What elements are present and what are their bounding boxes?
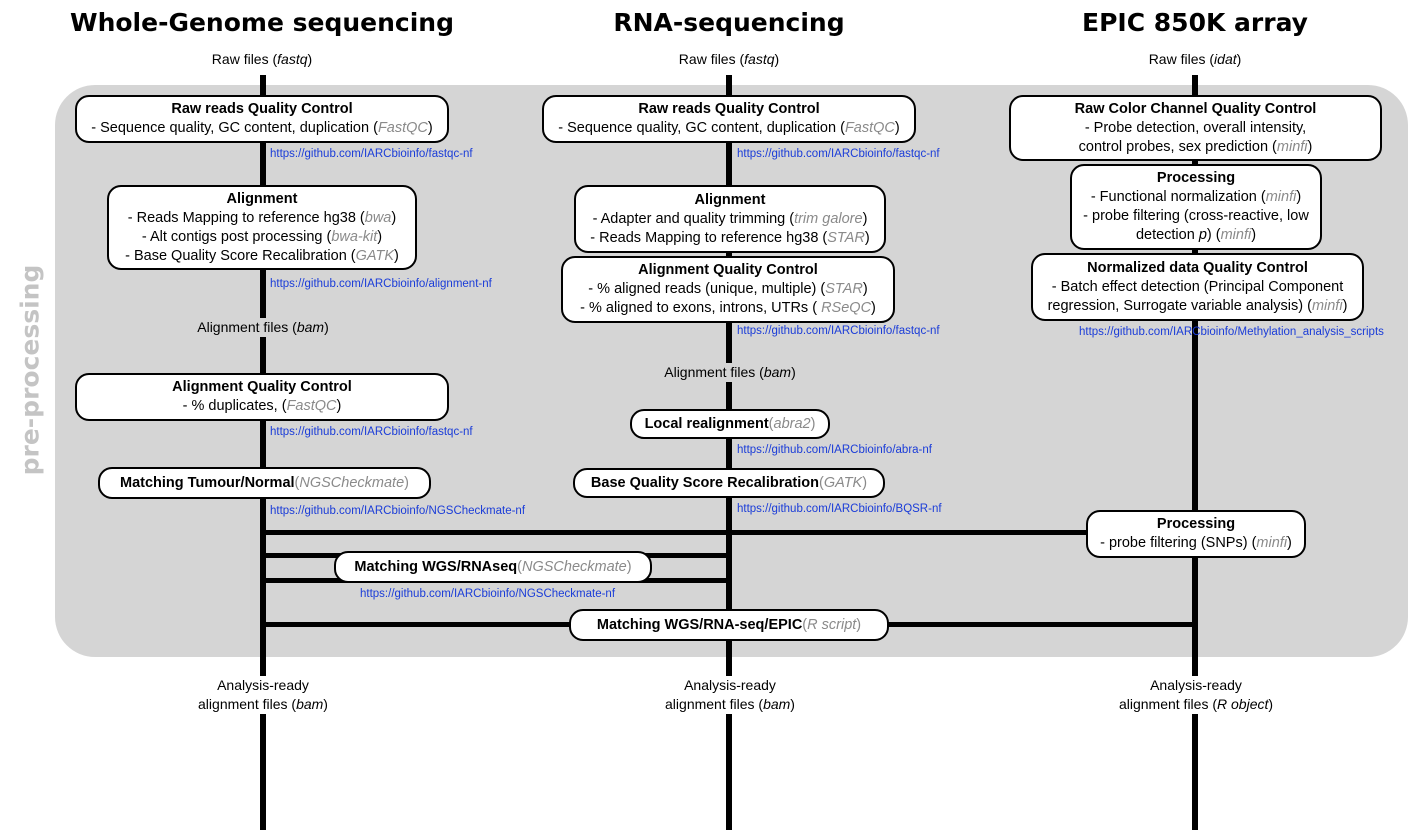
epic-normalized-qc-box: Normalized data Quality Control - Batch … [1031, 253, 1364, 321]
epic-pipeline-line [1192, 75, 1198, 830]
step-title: Processing [1156, 516, 1236, 532]
step-detail: - Adapter and quality trimming (trim gal… [592, 210, 868, 227]
rna-aqc-fastqc-link[interactable]: https://github.com/IARCbioinfo/fastqc-nf [737, 325, 940, 337]
matching-wgs-rnaseq-box: Matching WGS/RNAseq ( NGSCheckmate) [334, 551, 652, 583]
step-detail: - Probe detection, overall intensity, [1084, 119, 1307, 136]
step-title: Normalized data Quality Control [1087, 259, 1308, 276]
step-detail: - Base Quality Score Recalibration (GATK… [125, 247, 399, 264]
epic-methylation-scripts-link[interactable]: https://github.com/IARCbioinfo/Methylati… [1079, 326, 1384, 338]
rna-bqsr-link[interactable]: https://github.com/IARCbioinfo/BQSR-nf [737, 503, 942, 515]
step-detail: - Alt contigs post processing (bwa-kit) [141, 228, 383, 245]
step-title: Alignment Quality Control [638, 262, 818, 278]
step-title: Processing [1156, 170, 1236, 186]
column-title-epic: EPIC 850K array [1082, 8, 1308, 37]
step-title: Alignment [694, 191, 766, 208]
wgs-fastqc-link[interactable]: https://github.com/IARCbioinfo/fastqc-nf [270, 148, 473, 160]
wgs-alignment-qc-box: Alignment Quality Control - % duplicates… [75, 373, 449, 421]
step-detail: - probe filtering (cross-reactive, low [1083, 208, 1309, 224]
wgs-alignment-box: Alignment - Reads Mapping to reference h… [107, 185, 417, 270]
raw-files-label-rna: Raw files (fastq) [674, 50, 784, 69]
rna-bqsr-box: Base Quality Score Recalibration (GATK) [573, 468, 885, 498]
rna-raw-reads-qc-box: Raw reads Quality Control - Sequence qua… [542, 95, 916, 143]
wgs-raw-reads-qc-box: Raw reads Quality Control - Sequence qua… [75, 95, 449, 143]
epic-processing-box: Processing - Functional normalization (m… [1070, 164, 1322, 250]
rna-local-realignment-box: Local realignment (abra2) [630, 409, 830, 439]
step-detail: - Sequence quality, GC content, duplicat… [91, 120, 433, 136]
step-detail: - % duplicates, (FastQC) [182, 398, 342, 414]
step-detail: - % aligned to exons, introns, UTRs ( RS… [580, 300, 876, 316]
raw-files-label-wgs: Raw files (fastq) [207, 50, 317, 69]
wgs-analysis-ready-label: Analysis-ready alignment files (bam) [194, 676, 332, 714]
rna-alignment-box: Alignment - Adapter and quality trimming… [574, 185, 886, 253]
matching-all-omics-box: Matching WGS/RNA-seq/EPIC (R script) [569, 609, 889, 641]
wgs-aqc-fastqc-link[interactable]: https://github.com/IARCbioinfo/fastqc-nf [270, 426, 473, 438]
step-detail: - probe filtering (SNPs) (minfi) [1100, 535, 1292, 551]
wgs-pipeline-line [260, 75, 266, 830]
step-title: Alignment Quality Control [172, 379, 352, 395]
rna-analysis-ready-label: Analysis-ready alignment files (bam) [661, 676, 799, 714]
step-detail: detection p) (minfi) [1135, 227, 1257, 243]
rna-fastqc-link[interactable]: https://github.com/IARCbioinfo/fastqc-nf [737, 148, 940, 160]
step-detail: control probes, sex prediction (minfi) [1078, 138, 1313, 155]
rna-alignment-files-label: Alignment files (bam) [660, 363, 800, 382]
step-title: Raw Color Channel Quality Control [1074, 100, 1317, 117]
step-title: Alignment [226, 190, 298, 207]
column-title-rna: RNA-sequencing [613, 8, 845, 37]
step-detail: - % aligned reads (unique, multiple) (ST… [588, 281, 868, 297]
side-label: pre-processing [15, 264, 45, 476]
step-title: Raw reads Quality Control [638, 101, 820, 117]
step-title: Raw reads Quality Control [171, 101, 353, 117]
step-detail: - Reads Mapping to reference hg38 (STAR) [590, 229, 870, 246]
cross-ngscheckmate-link[interactable]: https://github.com/IARCbioinfo/NGSCheckm… [360, 588, 616, 600]
rna-alignment-qc-box: Alignment Quality Control - % aligned re… [561, 256, 895, 323]
epic-analysis-ready-label: Analysis-ready alignment files (R object… [1114, 676, 1278, 714]
wgs-ngscheckmate-link[interactable]: https://github.com/IARCbioinfo/NGSCheckm… [270, 505, 526, 517]
wgs-to-epic-connector [260, 530, 1196, 535]
wgs-matching-tumour-normal-box: Matching Tumour/Normal ( NGSCheckmate) [98, 467, 431, 499]
step-detail: regression, Surrogate variable analysis)… [1047, 297, 1348, 314]
step-detail: - Sequence quality, GC content, duplicat… [558, 120, 900, 136]
epic-color-channel-qc-box: Raw Color Channel Quality Control - Prob… [1009, 95, 1382, 161]
rna-pipeline-line [726, 75, 732, 830]
epic-processing-snps-box: Processing - probe filtering (SNPs) (min… [1086, 510, 1306, 558]
step-detail: - Reads Mapping to reference hg38 (bwa) [127, 209, 397, 226]
column-title-wgs: Whole-Genome sequencing [70, 8, 454, 37]
step-detail: - Batch effect detection (Principal Comp… [1051, 278, 1344, 295]
wgs-alignment-link[interactable]: https://github.com/IARCbioinfo/alignment… [270, 278, 492, 290]
step-detail: - Functional normalization (minfi) [1090, 189, 1302, 205]
rna-abra-link[interactable]: https://github.com/IARCbioinfo/abra-nf [737, 444, 932, 456]
raw-files-label-epic: Raw files (idat) [1144, 50, 1246, 69]
wgs-alignment-files-label: Alignment files (bam) [193, 318, 333, 337]
